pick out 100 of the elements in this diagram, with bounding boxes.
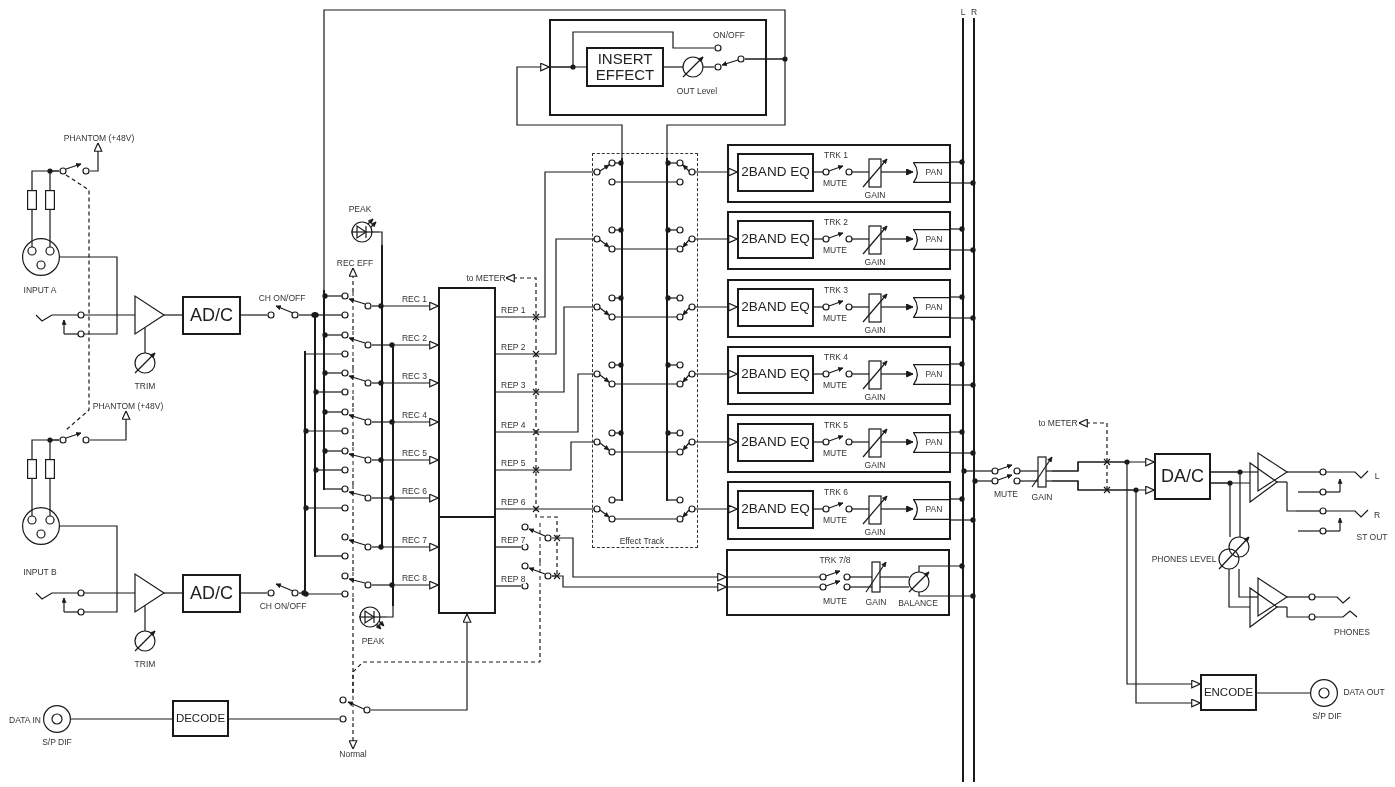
signal-line	[315, 555, 343, 557]
arrow	[382, 301, 439, 311]
bus-line	[381, 245, 383, 548]
edge-label: REC 8	[400, 573, 428, 583]
edge-label: REC 4	[400, 410, 428, 420]
bus-line	[392, 344, 394, 606]
fader-symbol	[863, 294, 887, 322]
signal-line	[948, 226, 965, 232]
switch-symbol	[59, 161, 90, 175]
signal-line	[548, 31, 715, 68]
arrow	[694, 437, 738, 447]
meter-label: to METER	[1037, 418, 1079, 428]
switch-symbol	[594, 496, 615, 523]
signal-line	[371, 495, 395, 501]
signal-line	[1286, 606, 1310, 618]
signal-line	[948, 496, 965, 502]
switch-symbol	[521, 523, 552, 551]
signal-line	[948, 429, 965, 435]
signal-line	[378, 231, 383, 246]
edge-label: REP 6	[500, 497, 527, 507]
signal-line	[240, 592, 268, 594]
signal-line	[322, 332, 343, 338]
pan-block: PAN	[913, 432, 949, 453]
signal-line	[948, 294, 965, 300]
signal-line	[31, 209, 33, 239]
signal-line	[303, 428, 343, 434]
channel-strip-box	[727, 346, 951, 405]
switch-label: MUTE	[822, 313, 848, 323]
fader-label: GAIN	[1031, 492, 1053, 502]
xlr-connector-icon	[22, 238, 60, 276]
bus-label: L	[960, 7, 966, 17]
signal-line	[614, 227, 624, 233]
linkage-line	[352, 473, 354, 486]
edge-label: REC 2	[400, 333, 428, 343]
converter-block: AD/C	[182, 296, 241, 335]
arrow	[393, 580, 439, 590]
signal-line	[614, 316, 678, 318]
switch-symbol	[342, 533, 372, 560]
potentiometer-symbol	[1219, 537, 1249, 569]
effect-track-group	[592, 153, 698, 548]
linkage-line	[65, 174, 90, 431]
switch-label: CH ON/OFF	[259, 601, 307, 611]
signal-line	[323, 9, 786, 291]
signal-line	[1256, 692, 1311, 694]
signal-line	[371, 544, 384, 550]
switch-symbol	[677, 361, 695, 388]
signal-line	[1228, 568, 1251, 608]
track-label: TRK 3	[823, 285, 849, 295]
arrow	[694, 369, 738, 379]
fader-label: GAIN	[864, 257, 886, 267]
edge-label: REP 1	[500, 305, 527, 315]
signal-line	[948, 517, 976, 523]
mode-label: Normal	[338, 749, 368, 759]
switch-symbol	[823, 163, 852, 176]
signal-line	[948, 159, 965, 165]
switch-label: MUTE	[822, 515, 848, 525]
fader-symbol	[863, 429, 887, 457]
switch-symbol	[342, 331, 372, 358]
switch-symbol	[677, 159, 695, 186]
pan-block: PAN	[913, 162, 949, 183]
arrow	[886, 168, 914, 176]
signal-line	[614, 248, 678, 250]
arrow	[382, 455, 439, 465]
coaxial-connector-icon	[43, 705, 71, 733]
signal-line	[614, 160, 624, 166]
signal-line	[371, 419, 395, 425]
jack-socket-symbol	[35, 588, 85, 616]
signal-line	[1238, 568, 1251, 598]
switch-label: MUTE	[822, 245, 848, 255]
bus-line	[621, 158, 623, 501]
bus-line	[973, 18, 975, 782]
switch-symbol	[267, 304, 299, 319]
fader-symbol	[866, 562, 886, 592]
arrow	[886, 235, 914, 243]
signal-line	[614, 451, 678, 453]
arrow	[370, 613, 472, 711]
signal-line	[371, 582, 395, 588]
fader-symbol	[863, 226, 887, 254]
connector-label: INPUT A	[23, 285, 57, 295]
switch-symbol	[342, 369, 372, 396]
signal-line	[948, 450, 976, 456]
converter-block: DA/C	[1154, 453, 1211, 500]
equalizer-block: 2BAND EQ	[737, 288, 814, 327]
signal-line	[614, 181, 678, 183]
signal-line	[948, 180, 976, 186]
channel-strip-box	[727, 279, 951, 338]
edge-label: REP 7	[500, 535, 527, 545]
signal-line	[298, 312, 317, 318]
signal-line	[948, 361, 965, 367]
switch-symbol	[823, 433, 852, 446]
equalizer-block: 2BAND EQ	[737, 220, 814, 259]
signal-line	[813, 238, 824, 240]
fader-symbol	[863, 361, 887, 389]
signal-line	[1019, 470, 1033, 472]
pan-block: PAN	[913, 297, 949, 318]
equalizer-block: 2BAND EQ	[737, 490, 814, 529]
switch-symbol	[992, 462, 1020, 484]
signal-line	[322, 409, 343, 415]
knob-label: BALANCE	[898, 598, 938, 608]
signal-line	[305, 353, 343, 355]
